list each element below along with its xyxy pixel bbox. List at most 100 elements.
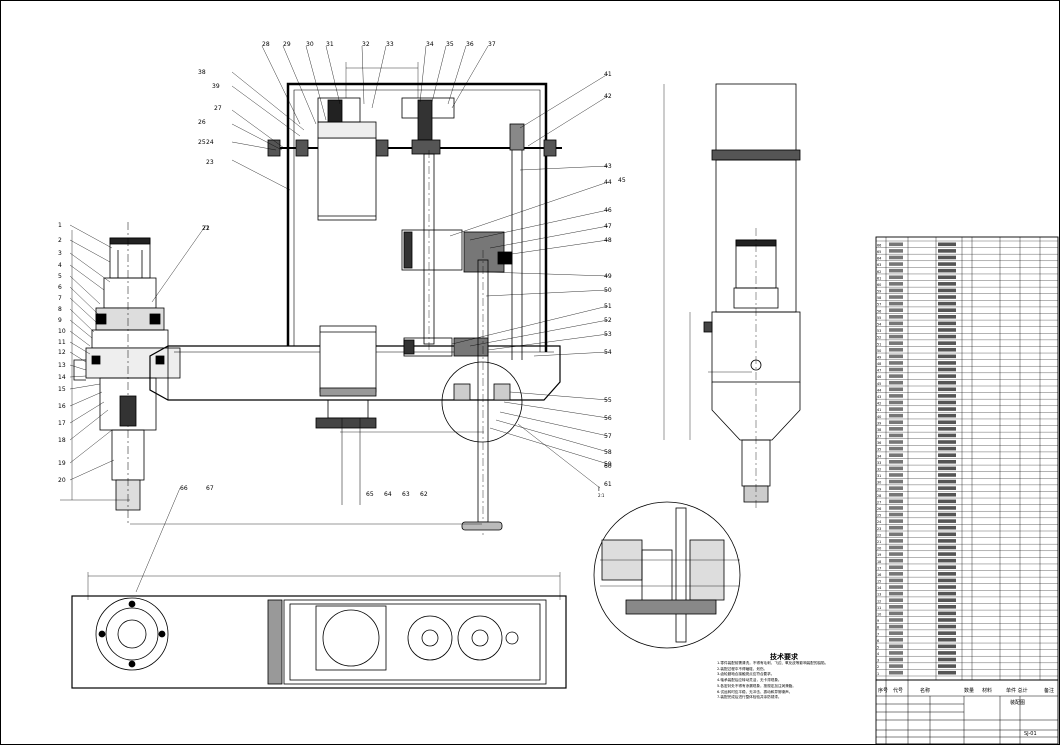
bom-name-cell (938, 486, 956, 490)
bom-row-number: 44 (877, 388, 881, 392)
bom-code-cell (889, 539, 903, 543)
bom-name-cell (938, 347, 956, 352)
bom-header-cell: 单件 总计 (1006, 687, 1028, 694)
bom-name-cell (938, 255, 956, 260)
bom-row-number: 42 (877, 402, 881, 406)
bom-row-number: 57 (877, 303, 881, 307)
bom-row-number: 65 (877, 250, 881, 254)
bom-row-number: 20 (877, 547, 881, 551)
balloon-27: 27 (214, 105, 222, 112)
bom-code-cell (889, 308, 903, 312)
balloon-46: 46 (604, 207, 612, 214)
balloon-33: 33 (386, 41, 394, 48)
bom-row-number: 34 (877, 454, 881, 458)
bom-name-cell (938, 440, 956, 444)
balloon-47: 47 (604, 223, 612, 230)
balloon-26: 26 (198, 119, 206, 126)
bom-row-number: 32 (877, 467, 881, 471)
bom-name-cell (938, 466, 956, 471)
balloon-13: 13 (58, 362, 66, 369)
bom-code-cell (889, 558, 903, 563)
bom-code-cell (889, 268, 903, 273)
balloon-28: 28 (262, 41, 270, 48)
bom-name-cell (938, 308, 956, 312)
bom-name-cell (938, 552, 956, 556)
bom-row-number: 7 (877, 632, 879, 636)
bom-code-cell (889, 651, 903, 655)
bom-row-number: 27 (877, 500, 881, 504)
bom-cells: 序号代号名称数量材料单件 总计备注66656463626160595857565… (877, 242, 1054, 694)
bom-name-cell (938, 361, 956, 365)
balloon-22: 22 (202, 225, 210, 232)
bom-name-cell (938, 427, 956, 431)
bom-name-cell (938, 288, 956, 293)
bom-code-cell (889, 532, 903, 537)
bom-row-number: 38 (877, 428, 881, 432)
tb-name: 装配图 (1010, 699, 1025, 706)
detail-view (593, 501, 741, 649)
bom-code-cell (889, 545, 903, 550)
bom-code-cell (889, 321, 903, 326)
bom-code-cell (889, 611, 903, 616)
bom-code-cell (889, 341, 903, 345)
balloon-38: 38 (198, 69, 206, 76)
bom-code-cell (889, 525, 903, 530)
balloon-42: 42 (604, 93, 612, 100)
bom-row-number: 30 (877, 481, 881, 485)
balloon-20: 20 (58, 477, 66, 484)
balloon-44: 44 (604, 179, 612, 186)
bom-code-cell (889, 519, 903, 523)
bom-row-number: 26 (877, 507, 881, 511)
bom-row-number: 49 (877, 355, 881, 359)
bom-name-cell (938, 499, 956, 504)
bom-row-number: 45 (877, 382, 881, 386)
bom-code-cell (889, 380, 903, 385)
bom-code-cell (889, 262, 903, 266)
side-view (663, 83, 801, 510)
balloon-65: 65 (366, 491, 374, 498)
bom-code-cell (889, 618, 903, 622)
bom-row-number: 13 (877, 593, 881, 597)
tech-req-title: 技术要求 (770, 653, 798, 661)
bom-code-cell (889, 400, 903, 405)
tech-req-item: 7.装配完成后进行整体检验并涂防锈漆。 (717, 695, 782, 700)
balloon-23: 23 (206, 159, 214, 166)
bom-name-cell (938, 624, 956, 629)
bom-name-cell (938, 605, 956, 609)
balloon-12: 12 (58, 349, 66, 356)
top-view (71, 572, 567, 689)
bom-row-number: 66 (877, 243, 881, 247)
balloon-64: 64 (384, 491, 392, 498)
balloon-51: 51 (604, 303, 612, 310)
bom-code-cell (889, 624, 903, 629)
bom-row-number: 9 (877, 619, 879, 623)
bom-code-cell (889, 301, 903, 306)
balloon-57: 57 (604, 433, 612, 440)
bom-name-cell (938, 387, 956, 392)
main-housing (130, 62, 562, 535)
balloon-9: 9 (58, 317, 62, 324)
bom-name-cell (938, 453, 956, 457)
bom-name-cell (938, 506, 956, 510)
balloon-14: 14 (58, 374, 66, 381)
balloon-21: 21 (202, 225, 210, 232)
balloon-59: 59 (604, 461, 612, 468)
bom-code-cell (889, 492, 903, 497)
bom-code-cell (889, 670, 903, 675)
bom-name-cell (938, 334, 956, 339)
bom-code-cell (889, 420, 903, 425)
balloon-24: 24 (206, 139, 214, 146)
bom-row-number: 12 (877, 599, 881, 603)
bom-code-cell (889, 367, 903, 372)
bom-name-cell (938, 512, 956, 517)
balloon-17: 17 (58, 420, 66, 427)
bom-code-cell (889, 644, 903, 649)
bom-row-number: 1 (877, 672, 879, 676)
bom-code-cell (889, 315, 903, 319)
bom-code-cell (889, 637, 903, 642)
bom-code-cell (889, 453, 903, 457)
bom-code-cell (889, 486, 903, 490)
bom-code-cell (889, 657, 903, 662)
bom-row-number: 43 (877, 395, 881, 399)
bom-row-number: 28 (877, 494, 881, 498)
